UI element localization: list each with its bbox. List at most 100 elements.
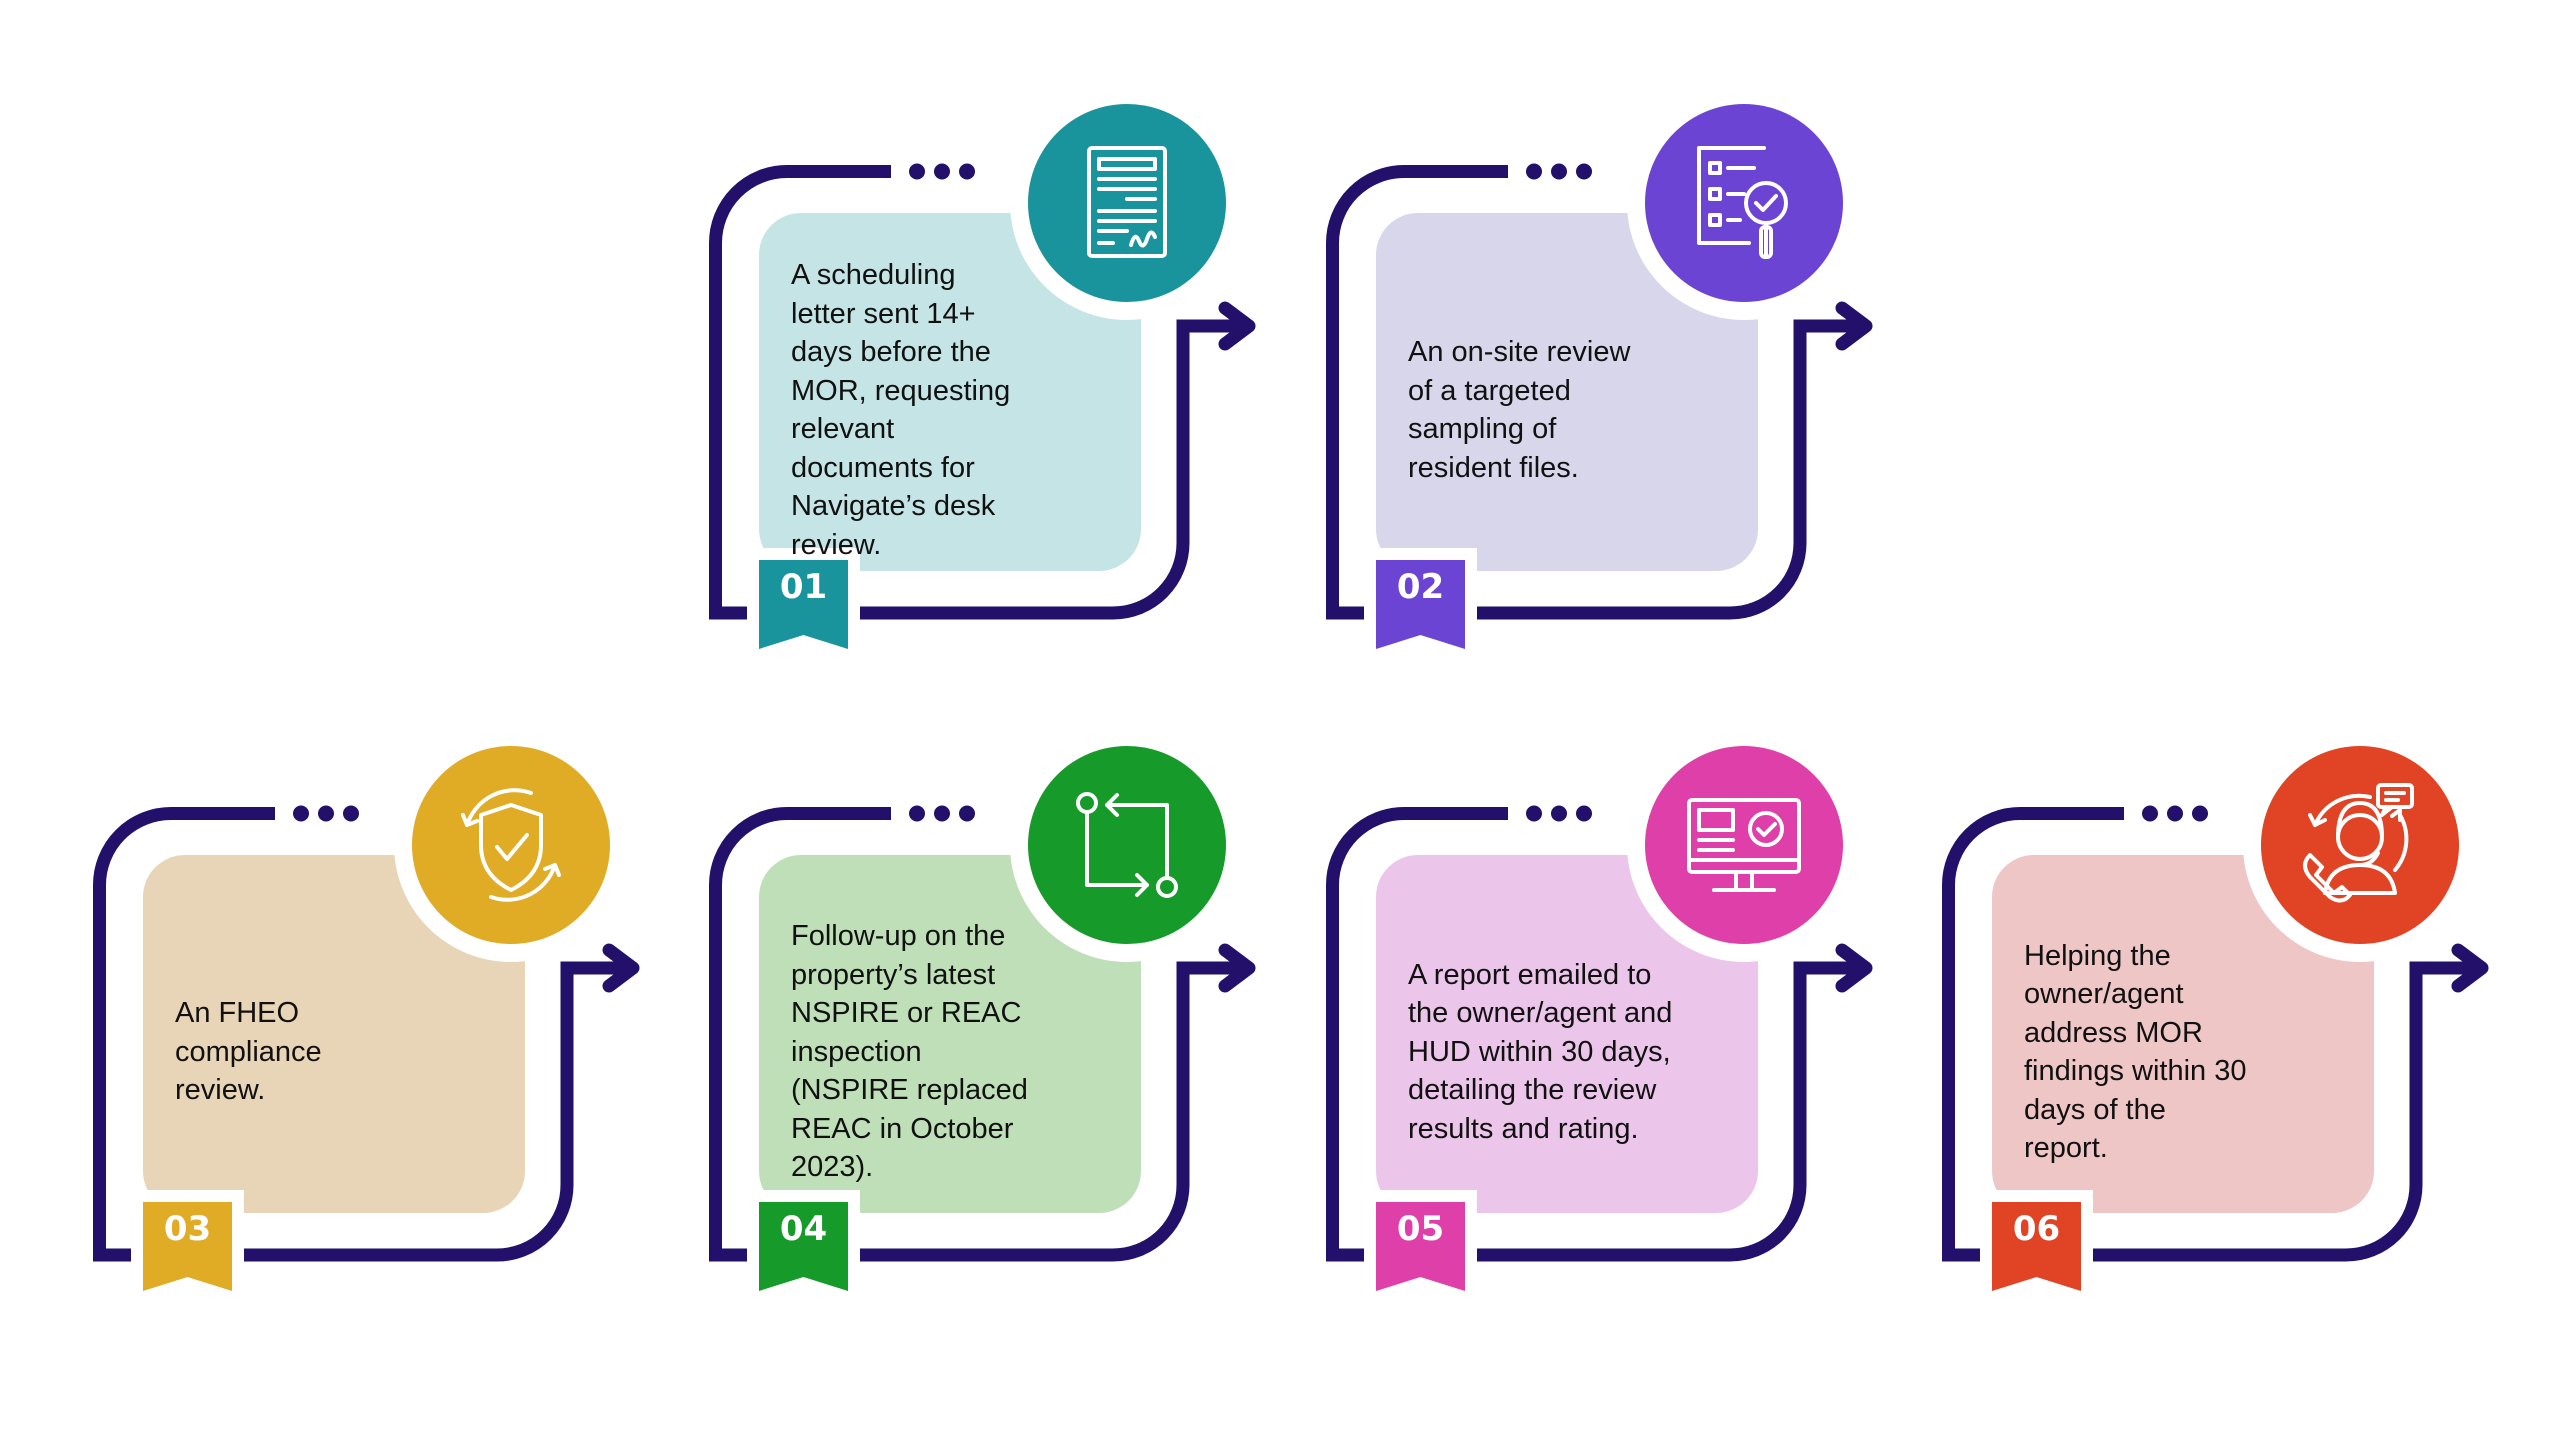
dot <box>2192 805 2208 822</box>
description-line: An FHEO <box>175 997 300 1030</box>
monitor-check-icon <box>1687 798 1801 892</box>
signed-document-icon <box>1087 146 1167 258</box>
dot <box>934 805 950 822</box>
step-card-06: 06 Helping the owner/agent address MOR find… <box>1942 728 2522 1307</box>
dot <box>293 805 309 822</box>
description-line: address MOR <box>2024 1016 2203 1049</box>
icon-circle <box>1028 746 1226 944</box>
dot <box>1551 805 1567 822</box>
icon-circle <box>1645 746 1843 944</box>
description-line: findings within 30 <box>2024 1055 2247 1087</box>
arrow-right-icon <box>2451 943 2489 993</box>
description-line: MOR, requesting <box>791 374 1011 407</box>
icon-circle <box>1028 104 1226 302</box>
step-number: 04 <box>779 1209 828 1249</box>
dot <box>909 163 925 180</box>
description-line: report. <box>2024 1132 2108 1164</box>
arrow-right-icon <box>602 943 640 993</box>
description-line: resident files. <box>1408 451 1579 484</box>
dot <box>2142 805 2158 822</box>
content-box <box>759 855 1141 1213</box>
step-frame <box>1326 728 1873 1298</box>
description-line: Helping the <box>2024 939 2171 972</box>
description-line: the owner/agent and <box>1408 997 1673 1030</box>
description-line: Follow-up on the <box>791 920 1006 953</box>
description-line: An on-site review <box>1408 336 1631 368</box>
description-line: days before the <box>791 336 991 368</box>
description-line: A report emailed to <box>1408 958 1652 991</box>
step-number: 05 <box>1396 1209 1445 1249</box>
arrow-right-icon <box>1218 943 1256 993</box>
step-card-02: 02 An on-site review of a targeted samplin… <box>1326 86 1906 665</box>
arrow-right-icon <box>1835 301 1873 351</box>
description-line: letter sent 14+ <box>791 297 976 330</box>
description-line: 2023). <box>791 1151 874 1184</box>
step-description: An on-site review of a targeted sampling o… <box>1408 255 1728 565</box>
description-line: property’s latest <box>791 958 996 991</box>
description-line: days of the <box>2024 1093 2166 1126</box>
shield-check-icon <box>461 788 561 902</box>
step-card-03: 03 An FHEO compliance review. <box>93 728 673 1307</box>
step-number: 01 <box>779 567 828 607</box>
description-line: owner/agent <box>2024 978 2184 1010</box>
dot <box>1526 805 1542 822</box>
frame-path <box>1942 807 2476 1262</box>
description-line: sampling of <box>1408 413 1557 445</box>
description-line: (NSPIRE replaced <box>791 1074 1028 1107</box>
description-line: NSPIRE or REAC <box>791 997 1022 1030</box>
step-frame <box>93 728 640 1298</box>
step-description: A scheduling letter sent 14+ days before t… <box>791 255 1111 565</box>
number-badge <box>1992 1202 2081 1291</box>
content-box <box>1376 855 1758 1213</box>
step-number: 06 <box>2012 1209 2061 1249</box>
number-badge <box>1376 1202 1465 1291</box>
workflow-arrows-icon <box>1076 792 1178 898</box>
dot <box>959 163 975 180</box>
description-line: REAC in October <box>791 1112 1014 1145</box>
support-agent-icon <box>2303 783 2414 903</box>
frame-path <box>709 807 1243 1262</box>
dot <box>909 805 925 822</box>
dot <box>959 805 975 822</box>
step-number: 02 <box>1396 567 1445 607</box>
step-frame <box>1326 86 1873 656</box>
icon-circle <box>412 746 610 944</box>
frame-path <box>1326 807 1860 1262</box>
step-number: 03 <box>163 1209 212 1249</box>
dot <box>934 163 950 180</box>
step-frame <box>1942 728 2489 1298</box>
number-badge <box>143 1202 232 1291</box>
description-line: detailing the review <box>1408 1074 1657 1107</box>
description-line: results and rating. <box>1408 1112 1639 1145</box>
description-line: compliance <box>175 1035 322 1068</box>
description-line: A scheduling <box>791 259 956 291</box>
checklist-magnifier-icon <box>1697 146 1788 259</box>
number-badge <box>759 560 848 649</box>
description-line: documents for <box>791 451 975 484</box>
number-badge <box>759 1202 848 1291</box>
dot <box>1526 163 1542 180</box>
description-line: of a targeted <box>1408 374 1571 407</box>
step-description: An FHEO compliance review. <box>175 897 495 1207</box>
frame-path <box>1326 165 1860 620</box>
dot <box>1576 163 1592 180</box>
content-box <box>1376 213 1758 571</box>
dot <box>1576 805 1592 822</box>
dot <box>2167 805 2183 822</box>
content-box <box>143 855 525 1213</box>
description-line: inspection <box>791 1035 922 1068</box>
step-frame <box>709 86 1256 656</box>
content-box <box>759 213 1141 571</box>
arrow-right-icon <box>1218 301 1256 351</box>
description-line: review. <box>175 1074 266 1107</box>
frame-path <box>709 165 1243 620</box>
description-line: relevant <box>791 413 895 445</box>
step-description: Helping the owner/agent address MOR finding… <box>2024 897 2344 1207</box>
dot <box>1551 163 1567 180</box>
step-frame <box>709 728 1256 1298</box>
step-card-01: 01 A scheduling letter sent 14+ days befor… <box>709 86 1289 665</box>
